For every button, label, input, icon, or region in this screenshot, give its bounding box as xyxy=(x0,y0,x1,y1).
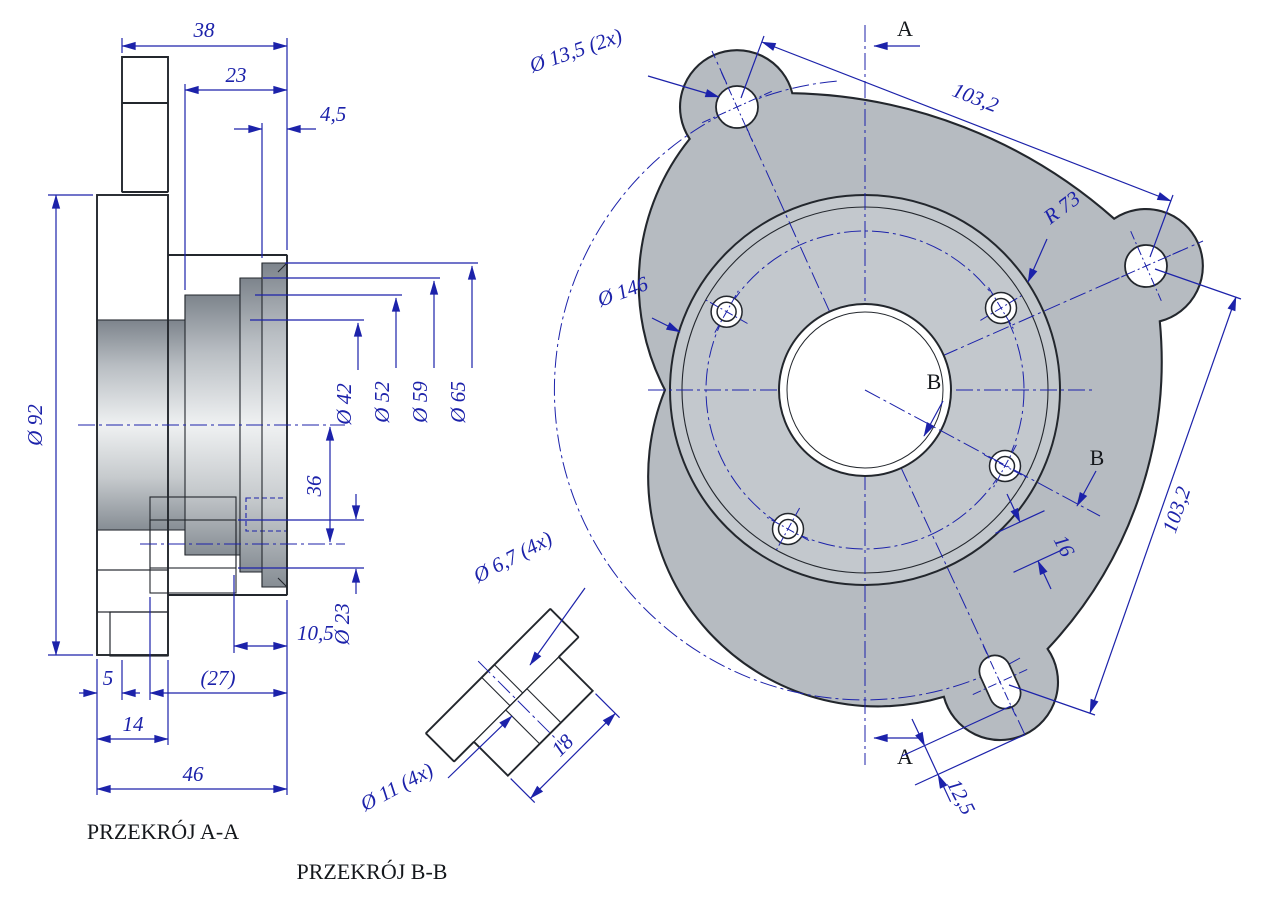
small-hole-crosshairs xyxy=(705,287,1027,551)
center-bore-chamfer xyxy=(786,311,944,469)
section-a-view: 38 23 4,5 Ø 92 Ø 42 Ø 52 xyxy=(23,18,478,844)
dim-label-14: 14 xyxy=(123,712,145,736)
dim-label-dia42: Ø 42 xyxy=(332,383,356,426)
dim-label-10-5: 10,5 xyxy=(297,621,334,645)
dim-label-dia92: Ø 92 xyxy=(23,404,47,447)
dim-label-38: 38 xyxy=(193,18,216,42)
section-a-dimensions: 38 23 4,5 Ø 92 Ø 42 Ø 52 xyxy=(23,18,478,844)
dim-label-23: 23 xyxy=(226,63,247,87)
dim-label-46: 46 xyxy=(183,762,205,786)
dim-label-dia6-7: Ø 6,7 (4x) xyxy=(468,526,556,588)
bottom-slot-void xyxy=(96,569,169,613)
dim-label-27: (27) xyxy=(201,666,236,690)
section-b-part: 18 xyxy=(425,608,621,804)
dim-label-4-5: 4,5 xyxy=(320,102,346,126)
cut-label-a-bottom: A xyxy=(897,744,913,769)
cut-label-b-inner: B xyxy=(927,369,942,394)
section-b-view: 18 Ø 6,7 (4x) Ø 11 (4x) PRZEKRÓJ B-B xyxy=(297,526,621,884)
dim-label-36: 36 xyxy=(302,475,326,498)
lobe-hole-bore xyxy=(121,102,169,193)
dim-label-dia13-5: Ø 13,5 (2x) xyxy=(525,23,625,77)
section-b-annotations: Ø 6,7 (4x) Ø 11 (4x) PRZEKRÓJ B-B xyxy=(297,526,586,884)
section-b-title: PRZEKRÓJ B-B xyxy=(297,859,448,884)
dim-label-5: 5 xyxy=(103,666,114,690)
dim-label-dia11: Ø 11 (4x) xyxy=(355,758,437,817)
section-a-centerlines xyxy=(78,424,345,545)
dim-label-dia59: Ø 59 xyxy=(408,381,432,424)
front-view: A A B B Ø 13,5 (2x) 103,2 R 73 Ø 146 xyxy=(525,16,1242,819)
dim-label-103-2-top: 103,2 xyxy=(949,78,1002,118)
dim-label-12-5: 12,5 xyxy=(942,775,980,819)
bolt-circle-centerline xyxy=(705,230,1025,550)
section-a-title: PRZEKRÓJ A-A xyxy=(87,819,239,844)
cut-label-a-top: A xyxy=(897,16,913,41)
dim-label-18: 18 xyxy=(546,729,578,761)
dim-label-103-2-right: 103,2 xyxy=(1157,483,1195,536)
section-b-cut-line xyxy=(864,389,1101,517)
lobe-centers-circle xyxy=(553,80,1021,701)
dim-label-dia65: Ø 65 xyxy=(446,381,470,423)
cut-label-b-outer: B xyxy=(1090,445,1105,470)
dim-label-dia52: Ø 52 xyxy=(370,381,394,424)
section-a-part xyxy=(96,56,288,657)
dim-label-dia23: Ø 23 xyxy=(330,603,354,645)
front-part xyxy=(553,25,1204,765)
